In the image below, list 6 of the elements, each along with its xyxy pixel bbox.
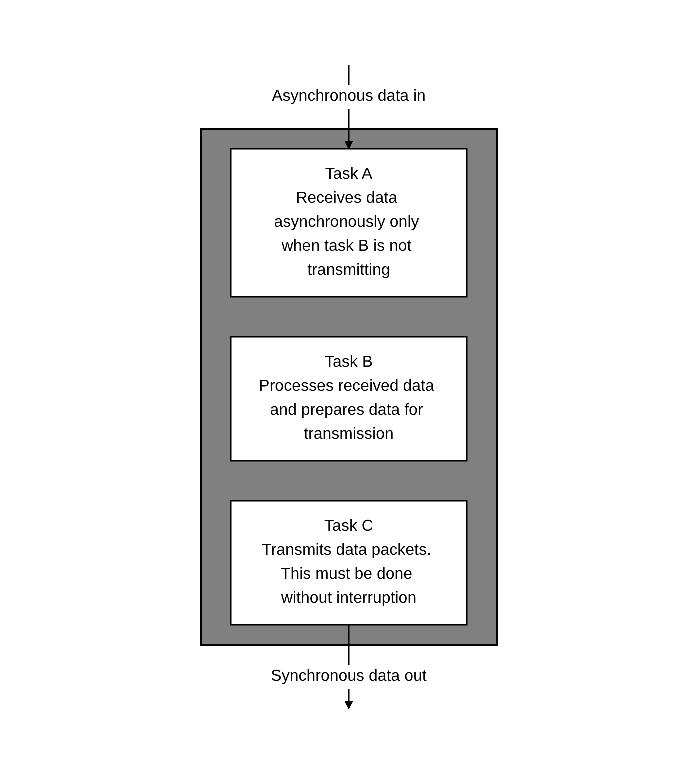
cluster (200, 128, 498, 646)
node-box: Task A Receives data asynchronously only when task B is not transmitting (230, 148, 468, 298)
edge-label: Synchronous data out (270, 668, 426, 684)
node-box: Task C Transmits data packets. This must be done without interruption (230, 500, 468, 626)
edge-label: Asynchronous data in (272, 88, 426, 104)
node-box: Task B Processes received data and prepares data for transmission (230, 336, 468, 462)
